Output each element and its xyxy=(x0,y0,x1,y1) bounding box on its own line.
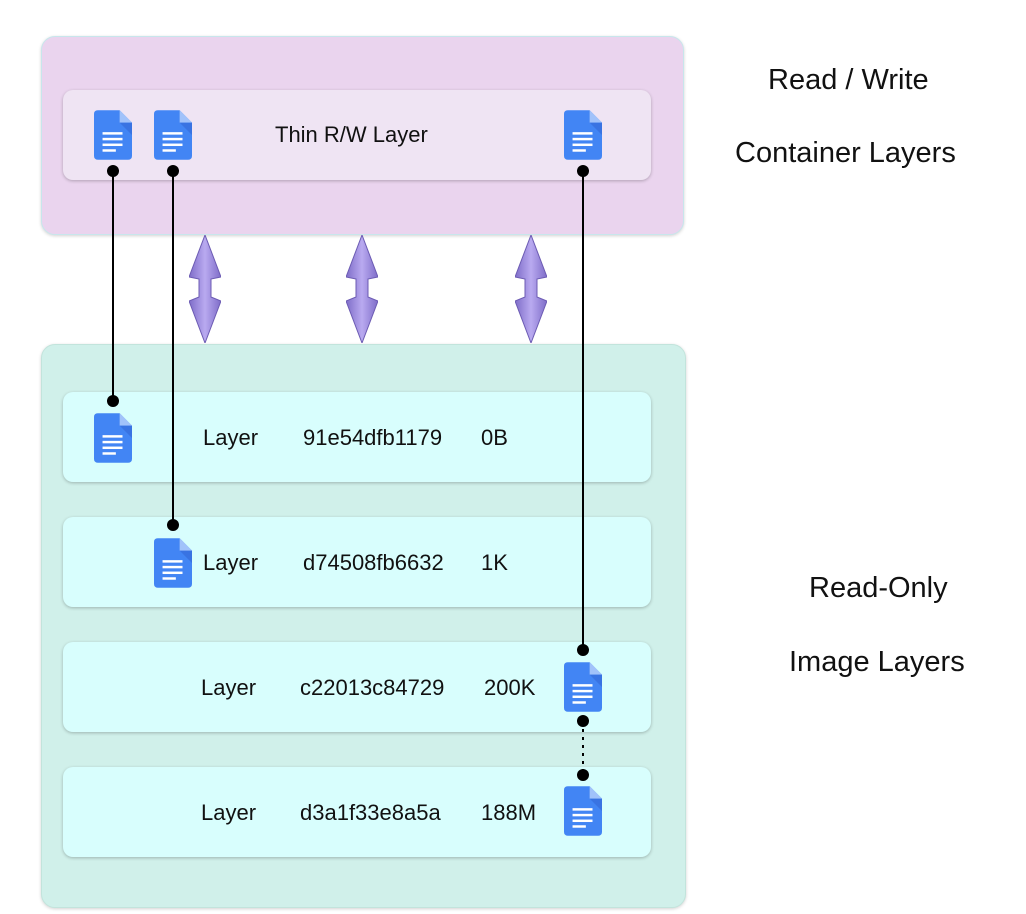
rw-title-line1: Read / Write xyxy=(768,64,929,96)
file-document-icon xyxy=(564,110,602,160)
connector-dot xyxy=(577,715,589,727)
layer-id: d74508fb6632 xyxy=(303,550,444,575)
image-layer-bar xyxy=(63,642,651,732)
ro-title-line1: Read-Only xyxy=(809,572,948,604)
connector-dots xyxy=(107,165,589,781)
rw-title-line2: Container Layers xyxy=(735,137,956,169)
image-layer-bar xyxy=(63,767,651,857)
connector-lines xyxy=(112,171,584,775)
file-document-icon xyxy=(154,538,192,588)
connector-dot xyxy=(577,644,589,656)
image-layer-bar xyxy=(63,392,651,482)
connector-dot xyxy=(107,395,119,407)
thin-rw-layer-label: Thin R/W Layer xyxy=(275,122,428,147)
layer-label: Layer xyxy=(201,675,257,700)
layer-id: d3a1f33e8a5a xyxy=(300,800,441,825)
layer-size: 200K xyxy=(484,675,536,700)
layer-id: c22013c84729 xyxy=(300,675,445,700)
connector-dot xyxy=(107,165,119,177)
layer-label: Layer xyxy=(201,800,257,825)
file-document-icon xyxy=(154,110,192,160)
connector-dot xyxy=(167,165,179,177)
layer-label: Layer xyxy=(203,550,259,575)
connector-dot xyxy=(167,519,179,531)
double-headed-arrow-icon xyxy=(346,235,378,343)
layer-size: 0B xyxy=(481,425,508,450)
file-document-icon xyxy=(94,110,132,160)
connector-dot xyxy=(577,165,589,177)
double-headed-arrow-icon xyxy=(515,235,547,343)
double-headed-arrow-icon xyxy=(189,235,221,343)
layer-size: 1K xyxy=(481,550,508,575)
connector-dot xyxy=(577,769,589,781)
file-document-icon xyxy=(564,786,602,836)
layer-label: Layer xyxy=(203,425,259,450)
file-document-icon xyxy=(94,413,132,463)
layer-size: 188M xyxy=(481,800,537,825)
file-document-icon xyxy=(564,662,602,712)
layer-id: 91e54dfb1179 xyxy=(303,425,443,450)
ro-title-line2: Image Layers xyxy=(789,646,965,678)
